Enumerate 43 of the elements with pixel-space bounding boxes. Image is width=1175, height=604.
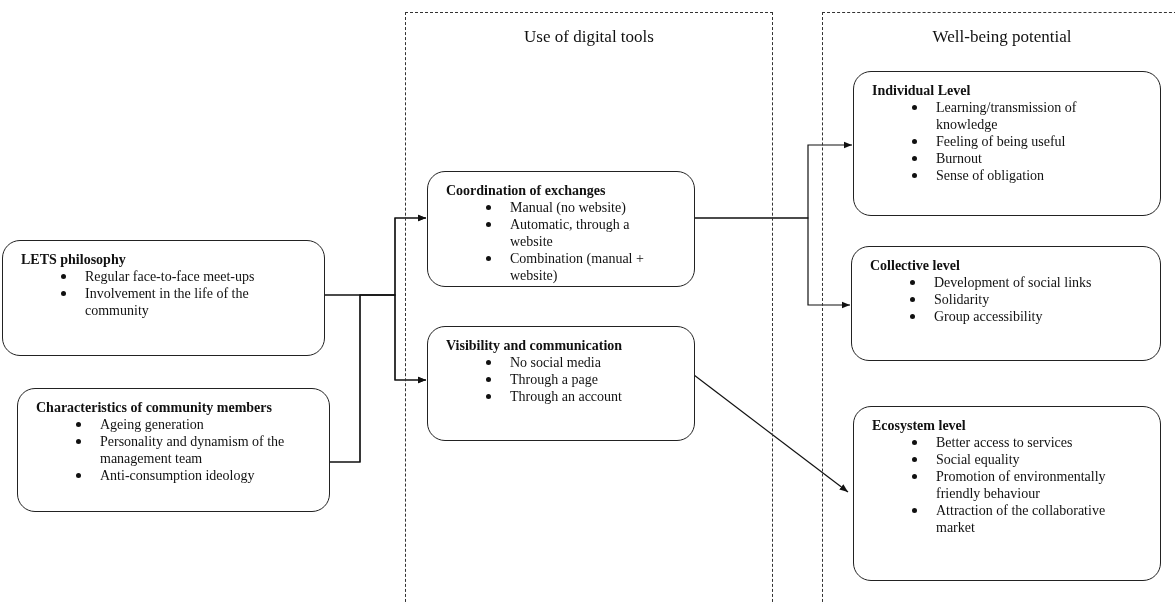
connector-arrow xyxy=(693,217,851,309)
connector-arrow xyxy=(693,374,849,493)
box-heading: Ecosystem level xyxy=(872,417,967,434)
bullet-item: Feeling of being useful xyxy=(936,133,1067,150)
bullet-item: Social equality xyxy=(936,451,1021,468)
bullet-item: Ageing generation xyxy=(100,416,205,433)
bullet-item: Burnout xyxy=(936,150,983,167)
dashed-group-frame xyxy=(405,12,773,604)
bullet-item: Through a page xyxy=(510,371,599,388)
dashed-group-frame xyxy=(822,12,1175,604)
box-heading: Individual Level xyxy=(872,82,972,99)
rounded-box xyxy=(853,71,1161,216)
rounded-box xyxy=(2,240,325,356)
bullet-item: Sense of obligation xyxy=(936,167,1046,184)
rounded-box xyxy=(853,406,1161,581)
bullet-item: Promotion of environmentally friendly behaviour xyxy=(936,468,1107,502)
bullet-item: Automatic, through a website xyxy=(510,216,631,250)
group-heading: Well-being potential xyxy=(931,27,1073,47)
bullet-item: Through an account xyxy=(510,388,623,405)
bullet-item: Combination (manual + website) xyxy=(510,250,645,284)
rounded-box xyxy=(851,246,1161,361)
bullet-item: Attraction of the collaborative market xyxy=(936,502,1107,536)
bullet-item: Better access to services xyxy=(936,434,1074,451)
bullet-item: Learning/transmission of knowledge xyxy=(936,99,1078,133)
box-heading: Coordination of exchanges xyxy=(446,182,607,199)
group-heading: Use of digital tools xyxy=(523,27,655,47)
bullet-item: Personality and dynamism of the management team xyxy=(100,433,286,467)
bullet-item: Involvement in the life of the community xyxy=(85,285,250,319)
box-heading: LETS philosophy xyxy=(21,251,127,268)
rounded-box xyxy=(427,171,695,287)
box-heading: Collective level xyxy=(870,257,961,274)
bullet-item: Group accessibility xyxy=(934,308,1044,325)
bullet-item: Manual (no website) xyxy=(510,199,627,216)
box-heading: Visibility and communication xyxy=(446,337,624,354)
box-heading: Characteristics of community members xyxy=(36,399,273,416)
bullet-item: Anti-consumption ideology xyxy=(100,467,256,484)
rounded-box xyxy=(427,326,695,441)
bullet-item: Development of social links xyxy=(934,274,1093,291)
bullet-item: Solidarity xyxy=(934,291,991,308)
rounded-box xyxy=(17,388,330,512)
bullet-item: Regular face-to-face meet-ups xyxy=(85,268,256,285)
bullet-item: No social media xyxy=(510,354,602,371)
connector-arrow xyxy=(329,294,427,463)
